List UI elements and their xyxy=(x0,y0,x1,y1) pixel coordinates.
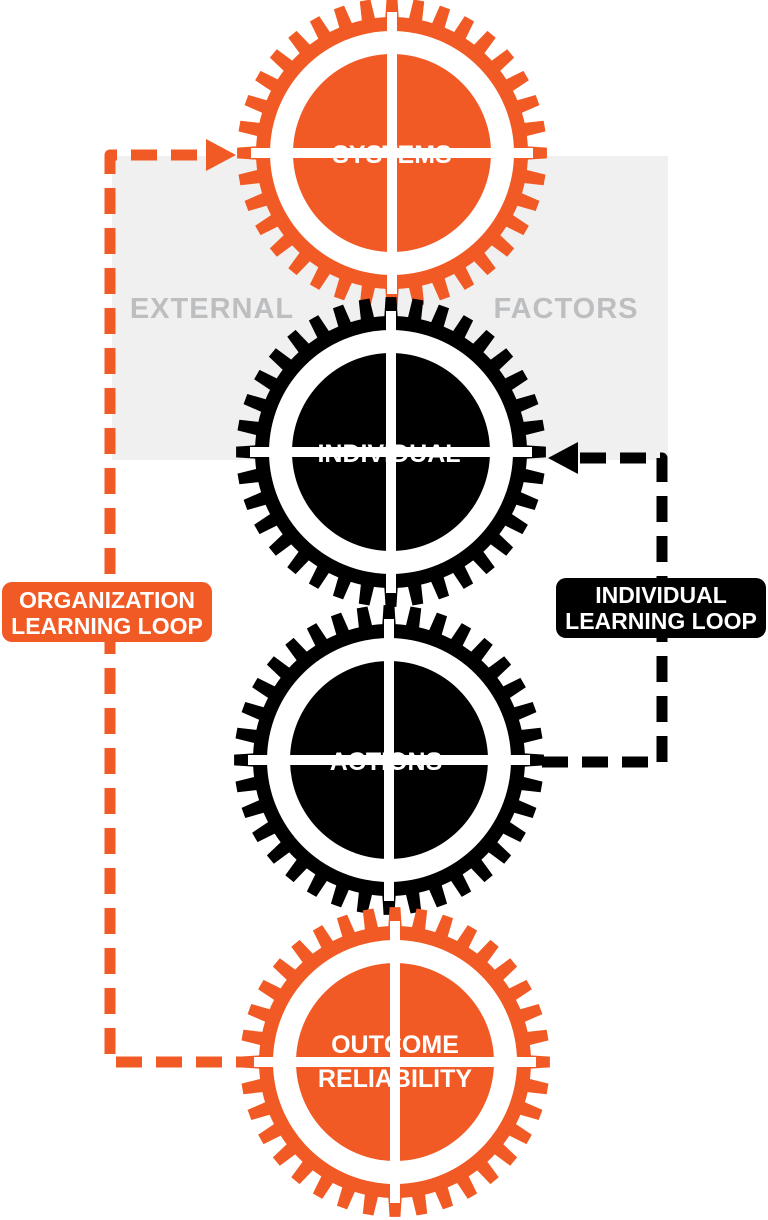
factors-label: FACTORS xyxy=(493,293,638,325)
systems-gear xyxy=(237,0,547,308)
organization-loop-arrow xyxy=(206,139,236,171)
gear-spoke-horizontal xyxy=(251,148,533,158)
individual-loop-label-line1: INDIVIDUAL xyxy=(595,582,727,608)
individual-loop-path xyxy=(542,452,668,768)
reliability-label: RELIABILITY xyxy=(318,1065,472,1093)
actions-gear xyxy=(234,605,544,915)
gear-spoke-horizontal xyxy=(248,755,530,765)
individual-gear xyxy=(236,297,546,607)
individual-loop-label-line2: LEARNING LOOP xyxy=(565,608,757,634)
organization-loop-badge xyxy=(2,582,212,642)
outcome-label: OUTCOME xyxy=(331,1031,459,1059)
individual-loop-arrow xyxy=(548,442,578,474)
gear-spoke-horizontal xyxy=(254,1057,536,1067)
gear-spoke-horizontal xyxy=(250,447,532,457)
systems-label: SYSTEMS xyxy=(332,141,451,169)
individual-loop-badge xyxy=(556,578,766,638)
actions-label: ACTIONS xyxy=(330,748,443,776)
outcome-reliability-gear xyxy=(240,907,550,1217)
organization-loop-label-line1: ORGANIZATION xyxy=(19,587,195,613)
organization-loop-label-line2: LEARNING LOOP xyxy=(11,613,203,639)
individual-label: INDIVIDUAL xyxy=(317,440,460,468)
external-label: EXTERNAL xyxy=(130,293,294,325)
